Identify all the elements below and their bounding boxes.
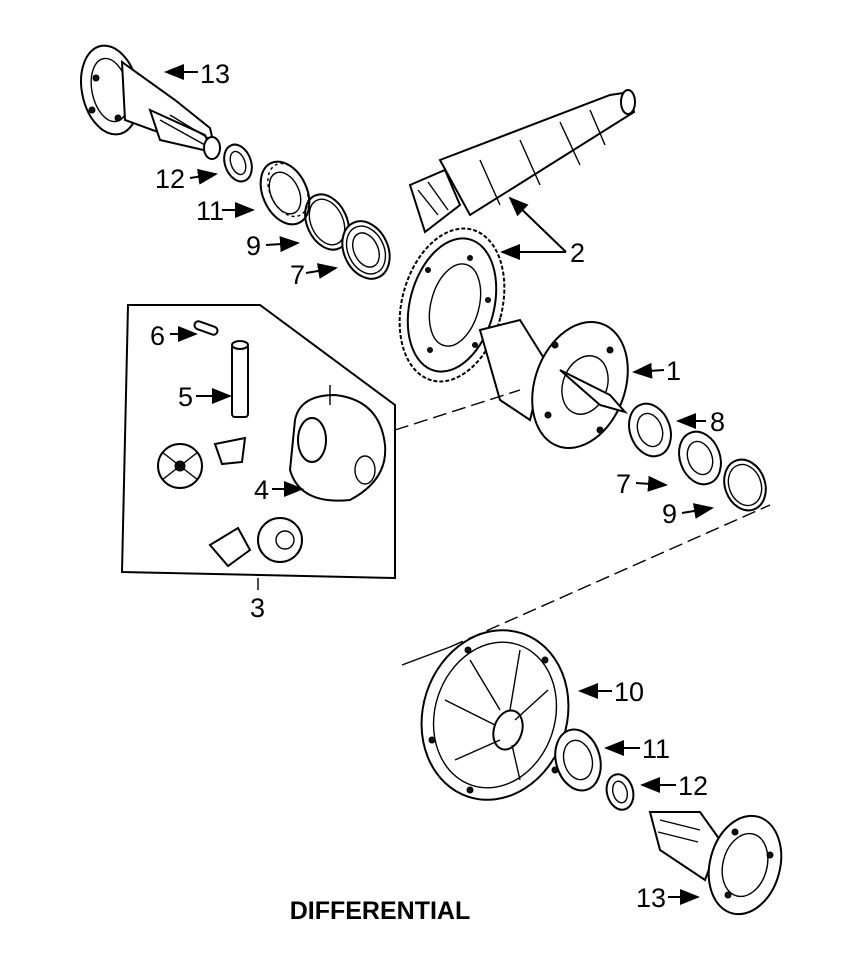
leader-lines bbox=[164, 64, 714, 905]
part-12-seal-bottom bbox=[605, 773, 635, 811]
part-13-flange-bottom bbox=[648, 811, 783, 916]
part-9-ring-top bbox=[304, 193, 350, 251]
spider-gear-small-top bbox=[213, 436, 247, 466]
part-2-pinion-shaft bbox=[408, 89, 636, 234]
part-9-ring-right bbox=[723, 458, 767, 512]
part-13-flange-top bbox=[80, 44, 221, 160]
callout-8: 8 bbox=[710, 407, 725, 437]
callout-11-bottom: 11 bbox=[642, 734, 670, 764]
part-12-seal-top bbox=[223, 143, 253, 183]
part-5-shaft bbox=[231, 344, 249, 418]
spider-gear-bottom-right bbox=[257, 517, 303, 563]
part-11-bearing-top bbox=[259, 160, 311, 226]
part-7-race-right bbox=[678, 430, 722, 486]
part-6-pin bbox=[193, 320, 219, 336]
callout-7-top: 7 bbox=[290, 260, 305, 290]
callout-4: 4 bbox=[254, 475, 269, 505]
callout-3: 3 bbox=[250, 593, 265, 623]
part-2-ring-gear bbox=[398, 227, 506, 383]
callout-10: 10 bbox=[614, 677, 644, 707]
callout-13-bottom: 13 bbox=[636, 883, 666, 913]
callout-11-top: 11 bbox=[196, 196, 224, 226]
callout-13-top: 13 bbox=[200, 59, 230, 89]
callout-6: 6 bbox=[150, 321, 165, 351]
callout-1: 1 bbox=[666, 356, 681, 386]
part-7-race-top bbox=[341, 220, 391, 280]
callout-7-right: 7 bbox=[616, 469, 631, 499]
part-8-bearing bbox=[628, 402, 672, 458]
spider-gear-bottom-left bbox=[208, 526, 252, 568]
part-3-inset bbox=[120, 304, 521, 590]
spider-gear-left bbox=[157, 443, 203, 489]
callout-12-top: 12 bbox=[155, 164, 185, 194]
callout-labels: 13 12 11 9 7 2 6 5 1 8 7 9 4 3 10 11 12 … bbox=[150, 59, 725, 913]
part-11-seal-bottom bbox=[554, 728, 602, 792]
callout-5: 5 bbox=[178, 382, 193, 412]
part-1-housing bbox=[478, 318, 629, 449]
callout-9-top: 9 bbox=[246, 231, 261, 261]
callout-2: 2 bbox=[570, 238, 585, 268]
diagram-title: DIFFERENTIAL bbox=[290, 897, 471, 925]
callout-9-right: 9 bbox=[662, 499, 677, 529]
callout-12-bottom: 12 bbox=[678, 771, 708, 801]
part-4-cage bbox=[288, 385, 387, 502]
